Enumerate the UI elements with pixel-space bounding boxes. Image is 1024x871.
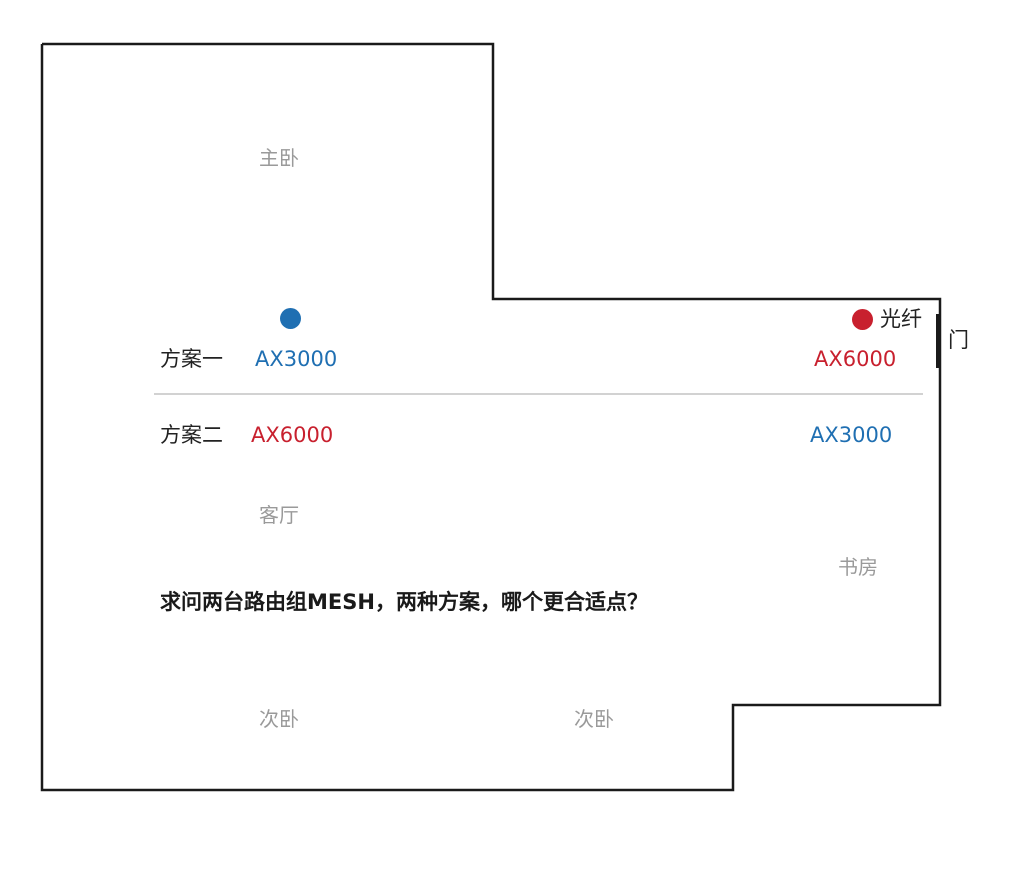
- fiber-location-dot-icon: [852, 309, 873, 330]
- router-location-dot-icon: [280, 308, 301, 329]
- plan-two-right-router: AX3000: [810, 423, 893, 447]
- plan-two-label: 方案二: [160, 423, 223, 447]
- door-label: 门: [948, 328, 969, 352]
- plan-one-left-router: AX3000: [255, 347, 338, 371]
- plan-one-label: 方案一: [160, 347, 223, 371]
- fiber-label: 光纤: [880, 307, 922, 331]
- room-master-bedroom: 主卧: [259, 146, 299, 170]
- room-second-bedroom-1: 次卧: [259, 707, 299, 731]
- door-marker: [936, 314, 941, 368]
- room-living-room: 客厅: [259, 503, 299, 527]
- room-second-bedroom-2: 次卧: [574, 707, 614, 731]
- question-text: 求问两台路由组MESH，两种方案，哪个更合适点？: [160, 590, 648, 614]
- plan-two-left-router: AX6000: [251, 423, 334, 447]
- plan-one-right-router: AX6000: [814, 347, 897, 371]
- room-study: 书房: [838, 555, 878, 579]
